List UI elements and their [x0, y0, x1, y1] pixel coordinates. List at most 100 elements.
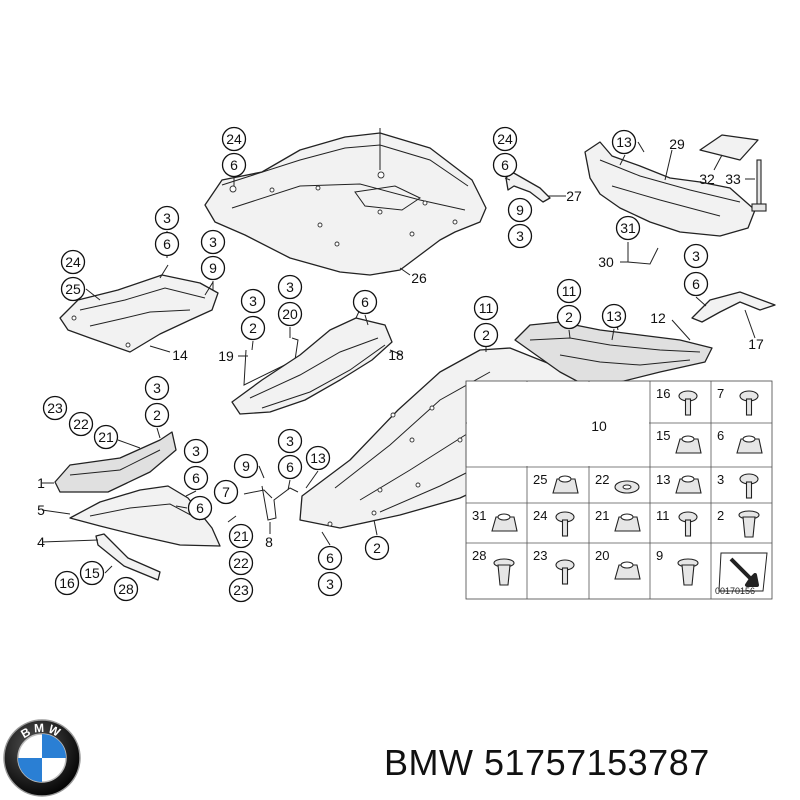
callout-number: 2: [482, 327, 490, 343]
label-8: 8: [265, 534, 273, 550]
part-cell-number: 24: [533, 508, 547, 523]
part-cell-number: 20: [595, 548, 609, 563]
part-cell-2: 2: [717, 508, 760, 538]
callout-6: 6: [317, 545, 343, 571]
part-cell-13: 13: [656, 472, 702, 494]
part-cell-number: 9: [656, 548, 663, 563]
callout-number: 6: [326, 550, 334, 566]
cover-part-26: [204, 128, 487, 276]
callout-number: 13: [616, 134, 632, 150]
brand-part-number: BMW 51757153787: [384, 742, 710, 784]
part-cell-28: 28: [472, 548, 515, 586]
part-1: [42, 431, 177, 493]
callout-3: 3: [183, 438, 209, 464]
bolt-part-33: [745, 159, 767, 212]
label-18: 18: [388, 347, 404, 363]
callout-number: 9: [209, 260, 217, 276]
callout-number: 13: [606, 308, 622, 324]
part-cell-number: 15: [656, 428, 670, 443]
callout-9: 9: [200, 255, 226, 281]
callout-number: 11: [562, 283, 577, 299]
round-head-screw-icon: [678, 390, 698, 416]
part-cell-9: 9: [656, 548, 699, 586]
callout-24: 24: [221, 126, 247, 152]
label-4: 4: [37, 534, 45, 550]
part-cell-11: 11: [656, 508, 698, 537]
callout-25: 25: [60, 276, 86, 302]
part-cell-21: 21: [595, 508, 641, 532]
tapping-screw-icon: [678, 511, 698, 537]
callout-13: 13: [601, 303, 627, 329]
bracket-part-27: [505, 171, 566, 203]
brand-name: BMW: [384, 742, 474, 783]
callout-22: 22: [228, 550, 254, 576]
callout-number: 6: [192, 470, 200, 486]
callout-28: 28: [113, 576, 139, 602]
label-26: 26: [411, 270, 427, 286]
callout-6: 6: [683, 271, 709, 297]
callout-number: 6: [230, 157, 238, 173]
collar-screw-icon: [555, 511, 575, 537]
long-screw-icon: [555, 559, 575, 585]
grommet-icon: [491, 513, 518, 532]
leader-lines: [85, 141, 707, 574]
part-cell-number: 25: [533, 472, 547, 487]
callout-3: 3: [277, 274, 303, 300]
callout-16: 16: [54, 570, 80, 596]
callout-6: 6: [154, 231, 180, 257]
u-clip-icon: [614, 561, 641, 580]
label-1: 1: [37, 475, 45, 491]
callout-number: 6: [196, 500, 204, 516]
callout-6: 6: [352, 289, 378, 315]
callout-number: 6: [163, 236, 171, 252]
speed-nut-icon: [614, 513, 641, 532]
callout-13: 13: [611, 129, 637, 155]
callout-number: 2: [373, 540, 381, 556]
callout-number: 21: [98, 429, 114, 445]
bracket-part-8: [261, 485, 299, 534]
label-33: 33: [725, 171, 741, 187]
callout-number: 3: [249, 293, 257, 309]
callout-number: 3: [286, 279, 294, 295]
callout-number: 11: [479, 300, 494, 316]
callout-number: 23: [47, 400, 63, 416]
callout-number: 20: [282, 306, 298, 322]
callout-3: 3: [154, 205, 180, 231]
callout-2: 2: [144, 402, 170, 428]
part-cell-number: 31: [472, 508, 486, 523]
cover-part-18: [231, 304, 403, 415]
bracket-part-7: [243, 489, 273, 499]
part-4: [41, 533, 161, 581]
heat-shield-part-29: [584, 141, 756, 237]
callout-23: 23: [42, 395, 68, 421]
callout-20: 20: [277, 301, 303, 327]
callout-number: 22: [73, 416, 89, 432]
part-cell-number: 16: [656, 386, 670, 401]
callout-24: 24: [60, 249, 86, 275]
callout-9: 9: [507, 197, 533, 223]
plastic-expander-icon: [677, 558, 699, 586]
callout-number: 3: [209, 234, 217, 250]
part-cell-24: 24: [533, 508, 575, 537]
callout-6: 6: [492, 152, 518, 178]
callout-number: 3: [286, 433, 294, 449]
part-cell-3: 3: [717, 472, 759, 499]
callout-7: 7: [213, 479, 239, 505]
callout-21: 21: [93, 424, 119, 450]
callout-number: 24: [226, 131, 242, 147]
part-cell-number: 22: [595, 472, 609, 487]
push-rivet-icon: [493, 558, 515, 586]
callout-2: 2: [364, 535, 390, 561]
part-cell-25: 25: [533, 472, 579, 494]
label-14: 14: [172, 347, 188, 363]
callout-3: 3: [144, 375, 170, 401]
callout-21: 21: [228, 523, 254, 549]
expanding-rivet-icon: [738, 510, 760, 538]
callout-6: 6: [183, 465, 209, 491]
label-17: 17: [748, 336, 764, 352]
part-cell-20: 20: [595, 548, 641, 580]
direction-arrow-icon: [718, 552, 768, 592]
